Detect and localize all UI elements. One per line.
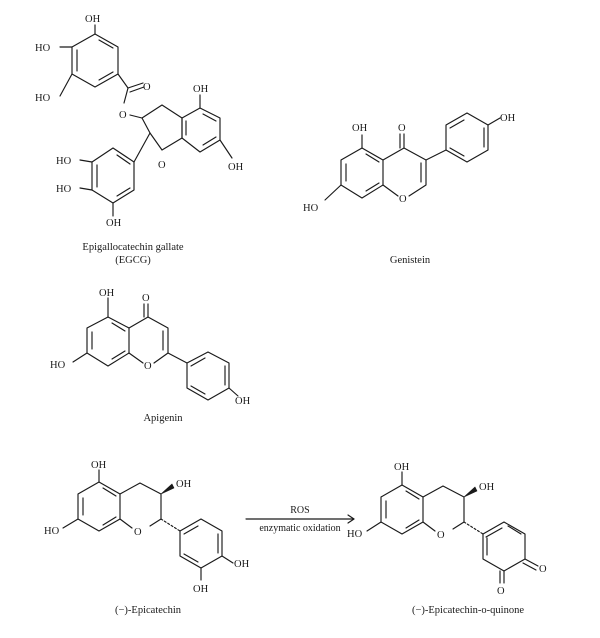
genistein-ring-o: O xyxy=(399,194,407,205)
quinone-carbonyl-o-2: O xyxy=(497,586,505,597)
epicatechin-atom-labels: OH OH O HO OH OH xyxy=(44,460,250,595)
epicatechin-oh-5: OH xyxy=(91,460,107,471)
egcg-ho-galloyl-1: HO xyxy=(35,43,51,54)
apigenin-caption: Apigenin xyxy=(143,413,183,424)
epicatechin-ring-o: O xyxy=(134,527,142,538)
egcg-oh-b-ring-3: OH xyxy=(106,218,122,229)
apigenin-ho-7: HO xyxy=(50,360,66,371)
egcg-ho-b-ring-2: HO xyxy=(56,184,72,195)
egcg-ring-o: O xyxy=(158,160,166,171)
apigenin-carbonyl-o: O xyxy=(142,293,150,304)
quinone-ring-o: O xyxy=(437,530,445,541)
genistein-caption: Genistein xyxy=(390,255,431,266)
epicatechin-oh-3: OH xyxy=(176,479,192,490)
epicatechin-oh-3prime: OH xyxy=(193,584,209,595)
epicatechin-structure xyxy=(62,469,234,581)
apigenin-ring-o: O xyxy=(144,361,152,372)
egcg-caption-line2: (EGCG) xyxy=(115,255,151,266)
apigenin-oh-4prime: OH xyxy=(235,396,251,407)
quinone-carbonyl-o-1: O xyxy=(539,564,547,575)
egcg-ester-o: O xyxy=(119,110,127,121)
apigenin-structure xyxy=(72,297,239,401)
reaction-condition-enzymatic: enzymatic oxidation xyxy=(259,523,340,534)
egcg-ho-galloyl-2: HO xyxy=(35,93,51,104)
epicatechin-caption: (−)-Epicatechin xyxy=(115,605,182,616)
genistein-atom-labels: OH O OH O HO xyxy=(303,113,516,214)
epicatechin-oh-4prime: OH xyxy=(234,559,250,570)
egcg-oh-a-ring-1: OH xyxy=(193,84,209,95)
genistein-carbonyl-o: O xyxy=(398,123,406,134)
egcg-structure xyxy=(59,24,233,217)
quinone-oh-5: OH xyxy=(394,462,410,473)
apigenin-oh-5: OH xyxy=(99,288,115,299)
genistein-structure xyxy=(324,112,501,201)
egcg-atom-labels: OH HO HO O O O OH OH HO HO OH xyxy=(35,14,244,229)
genistein-oh-5: OH xyxy=(352,123,368,134)
genistein-oh-4prime: OH xyxy=(500,113,516,124)
reaction-condition-ros: ROS xyxy=(290,505,309,516)
egcg-caption-line1: Epigallocatechin gallate xyxy=(82,242,183,253)
egcg-oh-top: OH xyxy=(85,14,101,25)
egcg-carbonyl-o: O xyxy=(143,82,151,93)
quinone-oh-3: OH xyxy=(479,482,495,493)
quinone-caption: (−)-Epicatechin-o-quinone xyxy=(412,605,524,616)
egcg-oh-a-ring-2: OH xyxy=(228,162,244,173)
reaction-arrow xyxy=(245,514,355,524)
quinone-structure xyxy=(366,471,539,584)
epicatechin-ho-7: HO xyxy=(44,526,60,537)
quinone-ho-7: HO xyxy=(347,529,363,540)
egcg-ho-b-ring-1: HO xyxy=(56,156,72,167)
genistein-ho-7: HO xyxy=(303,203,319,214)
apigenin-atom-labels: OH O O HO OH xyxy=(50,288,251,407)
quinone-atom-labels: OH OH O HO O O xyxy=(347,462,547,597)
